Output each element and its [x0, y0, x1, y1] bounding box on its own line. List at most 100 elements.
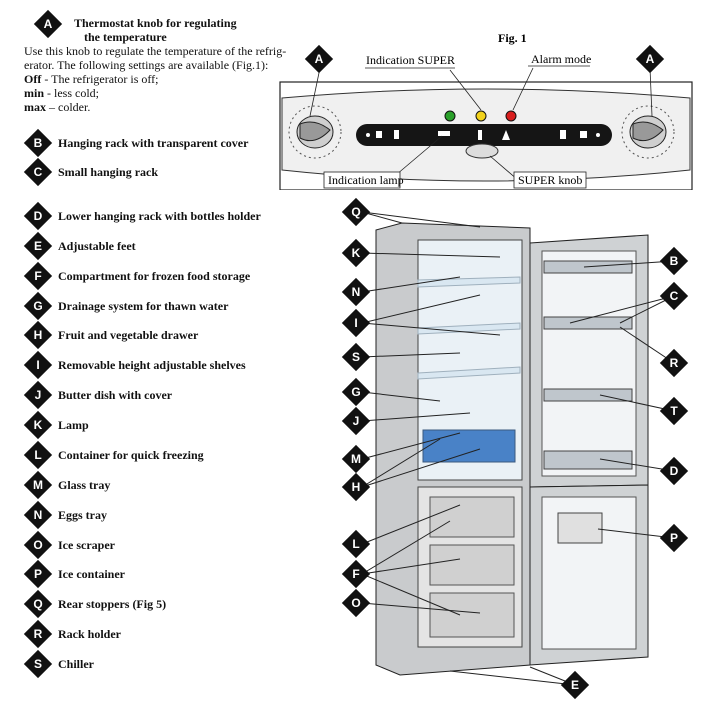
- setting-max: max – colder.: [24, 100, 91, 114]
- legend-text: Compartment for frozen food storage: [58, 268, 251, 283]
- diagram-badge-o: O: [341, 588, 371, 618]
- fig1-title: Fig. 1: [498, 31, 527, 45]
- strip-symbols: [366, 130, 600, 140]
- vegetable-drawers: [422, 429, 516, 463]
- yellow-led: [475, 110, 487, 122]
- diagram-badge-j: J: [341, 406, 371, 436]
- legend-text: Ice scraper: [58, 537, 115, 552]
- diagram-badge-b: B: [659, 246, 689, 276]
- ice-container: [557, 512, 603, 544]
- fridge-diagram: [361, 211, 675, 686]
- legend-badge: F: [23, 261, 53, 291]
- diagram-badge-f: F: [341, 559, 371, 589]
- legend-item-r: R Rack holder: [23, 619, 121, 649]
- legend-item-k: K Lamp: [23, 410, 89, 440]
- door-racks: [543, 260, 633, 470]
- legend-text: Hanging rack with transparent cover: [58, 135, 249, 150]
- legend-text: Adjustable feet: [58, 238, 136, 253]
- left-thermostat-knob: [288, 105, 342, 159]
- diagram-badge-s: S: [341, 342, 371, 372]
- legend-badge: E: [23, 231, 53, 261]
- legend-badge: H: [23, 320, 53, 350]
- legend-text: Small hanging rack: [58, 164, 159, 179]
- diagram-badge-d: D: [659, 456, 689, 486]
- legend-text: Removable height adjustable shelves: [58, 357, 246, 372]
- diagram-badge-c: C: [659, 281, 689, 311]
- legend-item-i: I Removable height adjustable shelves: [23, 350, 246, 380]
- intro-line1: Use this knob to regulate the temperatur…: [24, 44, 287, 58]
- legend-item-g: G Drainage system for thawn water: [23, 291, 229, 321]
- thermostat-description: A Thermostat knob for regulating the tem…: [24, 9, 324, 114]
- legend-badge: K: [23, 410, 53, 440]
- diagram-badge-m: M: [341, 444, 371, 474]
- diagram-badge-q: Q: [341, 197, 371, 227]
- legend-text: Butter dish with cover: [58, 387, 173, 402]
- legend-item-o: O Ice scraper: [23, 530, 115, 560]
- legend-badge: S: [23, 649, 53, 679]
- legend-item-b: B Hanging rack with transparent cover: [23, 128, 249, 158]
- legend-badge: J: [23, 380, 53, 410]
- setting-min: min - less cold;: [24, 86, 100, 100]
- fig1-control-panel: Fig. 1 Indication SUPER: [279, 31, 693, 190]
- badge-a-right: A: [635, 44, 665, 74]
- legend-item-l: L Container for quick freezing: [23, 440, 204, 470]
- legend-item-j: J Butter dish with cover: [23, 380, 173, 410]
- green-led: [444, 110, 456, 122]
- legend-badge: Q: [23, 589, 53, 619]
- legend-badge: I: [23, 350, 53, 380]
- legend-badge: M: [23, 470, 53, 500]
- legend-badge: B: [23, 128, 53, 158]
- legend-badge: L: [23, 440, 53, 470]
- legend-badge: C: [23, 157, 53, 187]
- super-knob-label: SUPER knob: [518, 173, 582, 187]
- alarm-mode-label: Alarm mode: [531, 52, 591, 66]
- diagram-badge-t: T: [659, 396, 689, 426]
- svg-text:A: A: [646, 52, 655, 66]
- legend-badge: O: [23, 530, 53, 560]
- legend-text: Ice container: [58, 566, 125, 581]
- legend-badge: N: [23, 500, 53, 530]
- indication-super-label: Indication SUPER: [366, 53, 455, 67]
- fig1-callouts: [309, 67, 653, 181]
- legend-text: Drainage system for thawn water: [58, 298, 229, 313]
- diagram-badge-e: E: [560, 670, 590, 700]
- red-led: [505, 110, 517, 122]
- indication-lamp-label: Indication lamp: [328, 173, 404, 187]
- legend-item-c: C Small hanging rack: [23, 157, 159, 187]
- diagram-badge-l: L: [341, 529, 371, 559]
- diagram-badge-p: P: [659, 523, 689, 553]
- legend-item-f: F Compartment for frozen food storage: [23, 261, 251, 291]
- legend-item-e: E Adjustable feet: [23, 231, 136, 261]
- legend-text: Glass tray: [58, 477, 111, 492]
- right-thermostat-knob: [621, 105, 675, 159]
- diagram-badge-h: H: [341, 472, 371, 502]
- diagram-badge-i: I: [341, 308, 371, 338]
- legend-badge: P: [23, 559, 53, 589]
- badge-a: A: [33, 9, 63, 39]
- legend-text: Eggs tray: [58, 507, 107, 522]
- legend-item-n: N Eggs tray: [23, 500, 107, 530]
- control-strip: [356, 124, 612, 146]
- diagram-leaders: [361, 211, 675, 686]
- thermostat-title: Thermostat knob for regulating the tempe…: [74, 16, 237, 44]
- badge-a-left: A: [304, 44, 334, 74]
- legend-text: Lamp: [58, 417, 89, 432]
- diagram-badge-g: G: [341, 377, 371, 407]
- legend-text: Lower hanging rack with bottles holder: [58, 208, 261, 223]
- setting-off: Off - The refrigerator is off;: [24, 72, 159, 86]
- legend-text: Fruit and vegetable drawer: [58, 327, 199, 342]
- diagram-badge-r: R: [659, 348, 689, 378]
- diagram-badge-n: N: [341, 277, 371, 307]
- legend-text: Rack holder: [58, 626, 121, 641]
- legend-text: Container for quick freezing: [58, 447, 204, 462]
- legend-badge: G: [23, 291, 53, 321]
- legend-item-m: M Glass tray: [23, 470, 111, 500]
- legend-item-p: P Ice container: [23, 559, 125, 589]
- intro-line2: erator. The following settings are avail…: [24, 58, 269, 72]
- legend-item-h: H Fruit and vegetable drawer: [23, 320, 199, 350]
- svg-text:A: A: [315, 52, 324, 66]
- legend-badge: R: [23, 619, 53, 649]
